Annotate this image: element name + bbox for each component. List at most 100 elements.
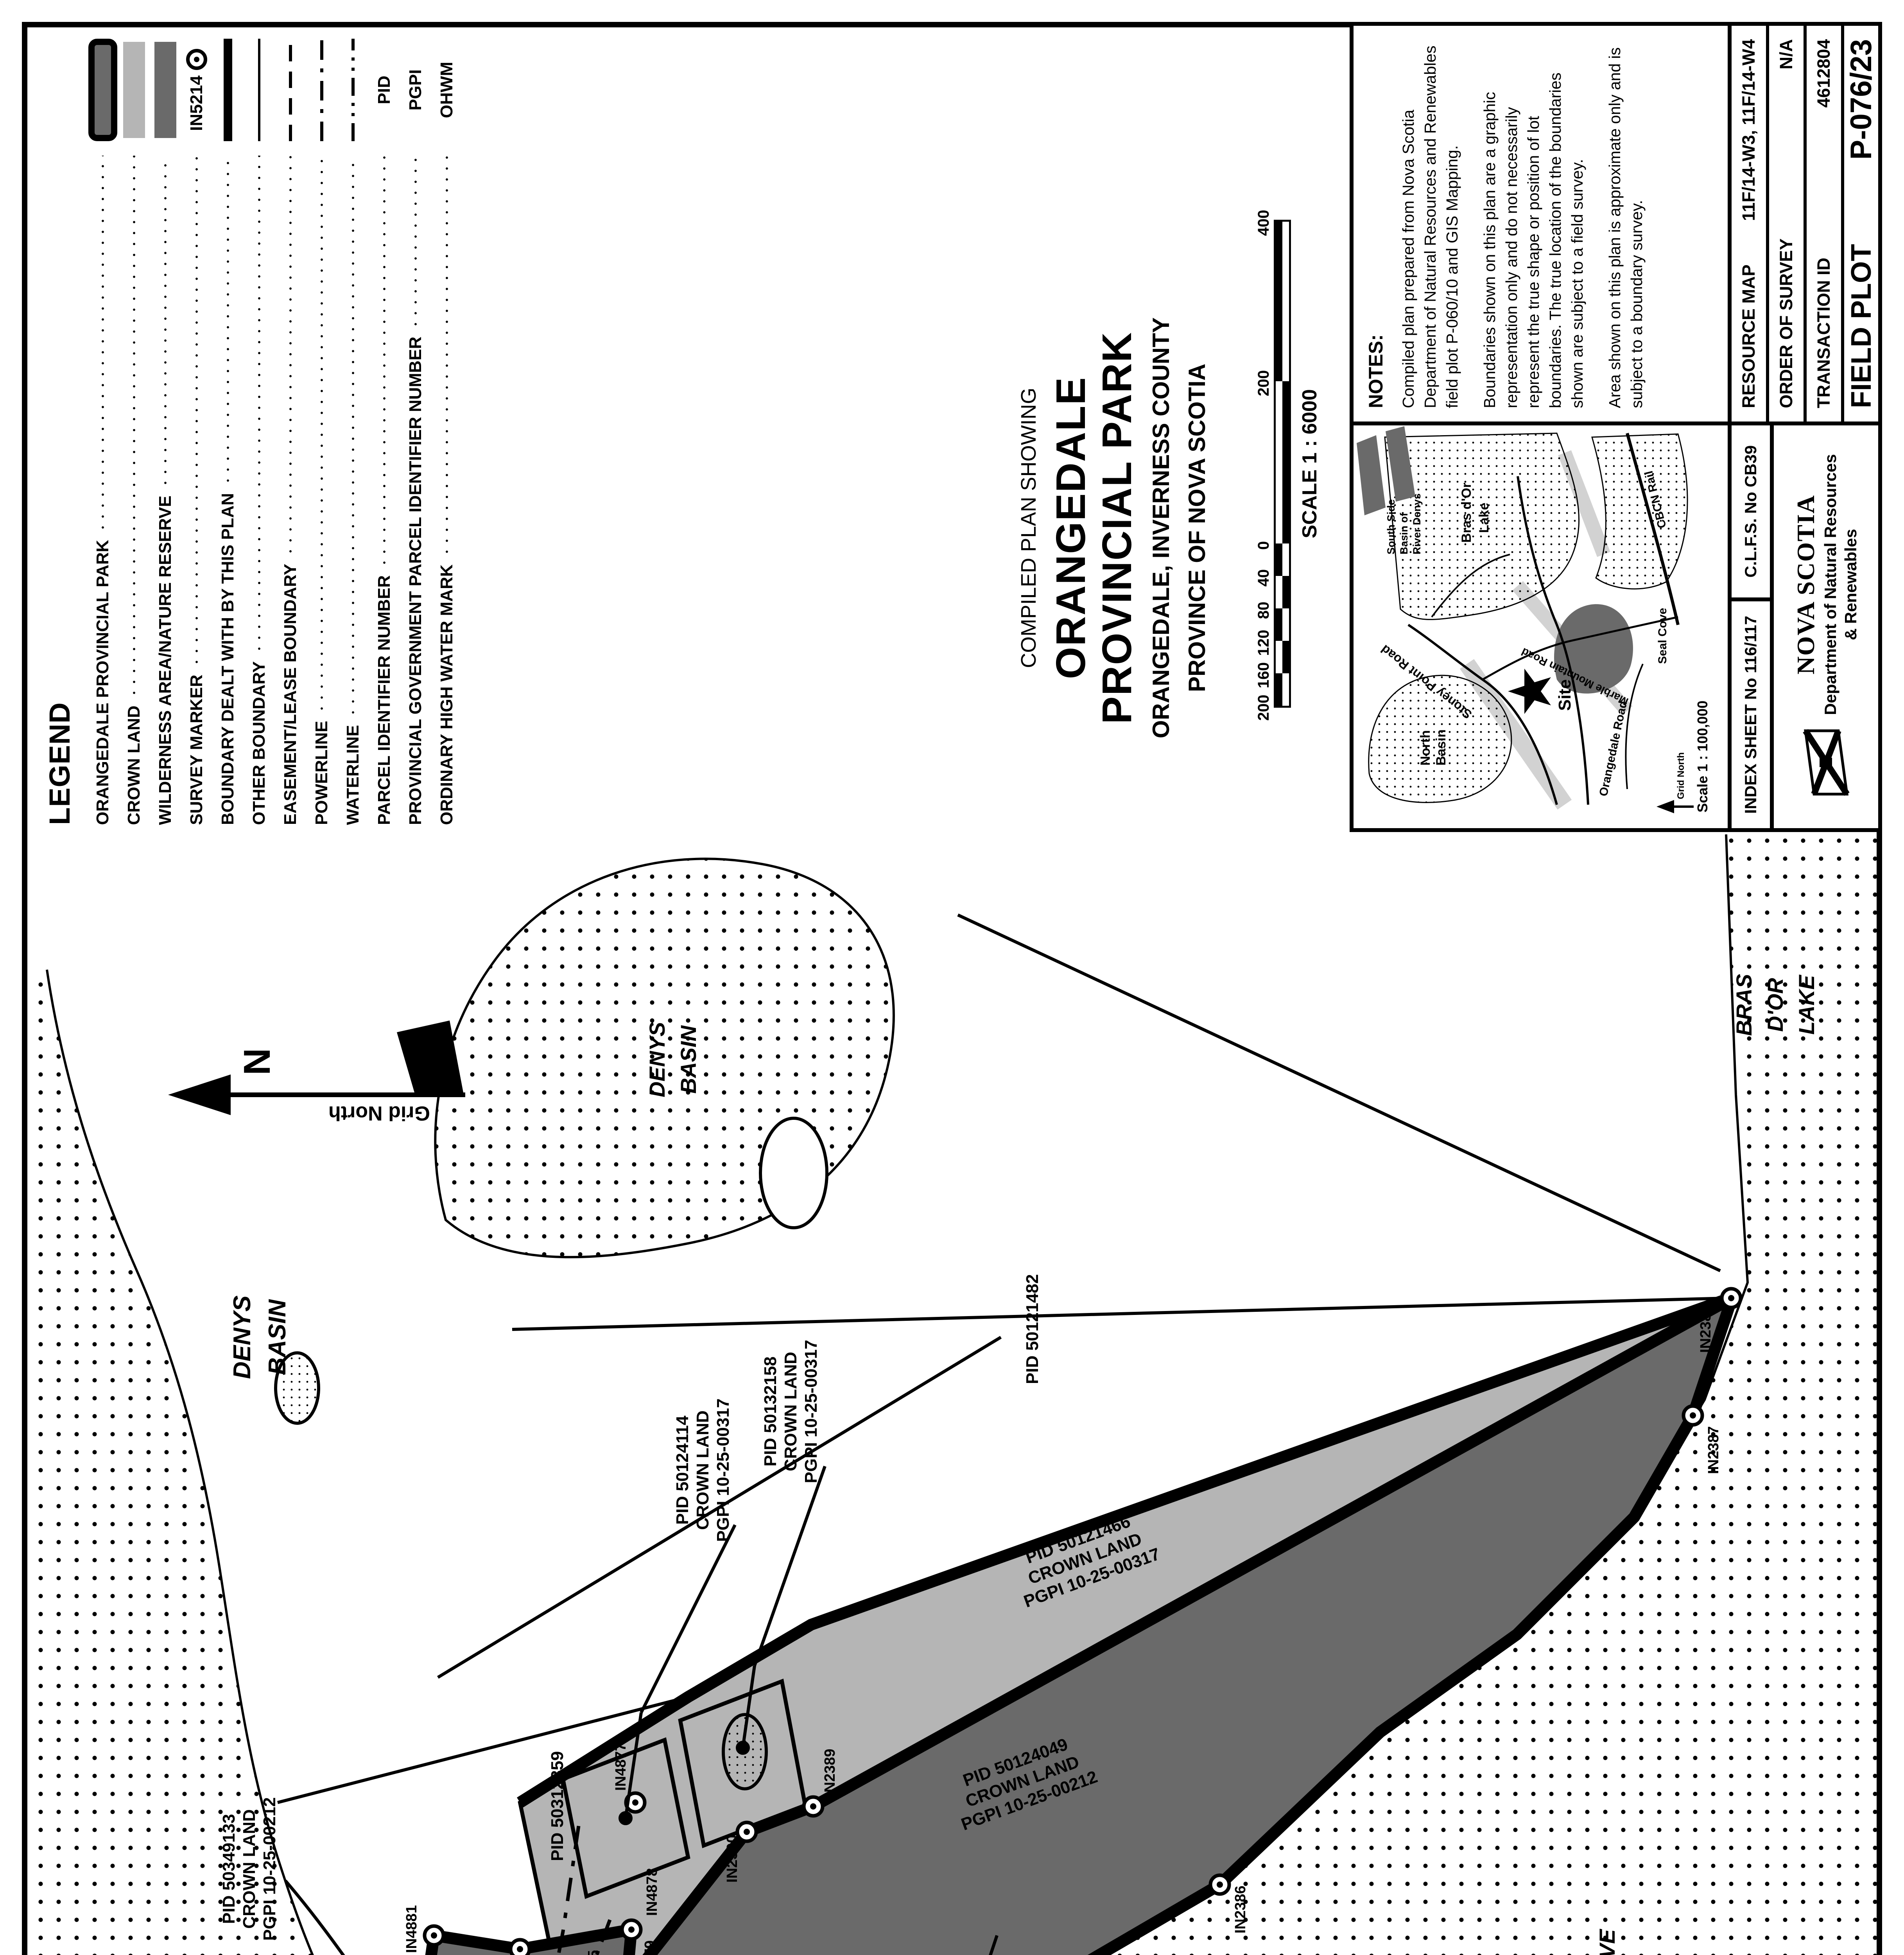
svg-text:BARRA MENS COVE: BARRA MENS COVE [1595,1928,1619,1955]
legend-item-other-boundary: OTHER BOUNDARY [244,31,275,825]
monument-label: IN2386 [1232,1885,1249,1933]
field-plot-row: FIELD PLOT P-076/23 [1845,39,1878,408]
legend-item-ohwm: ORDINARY HIGH WATER MARK OHWM [437,61,456,825]
loc-site-star [1508,669,1551,714]
dash-dot-dot-line-icon [351,39,355,141]
north-n: N [236,1048,278,1075]
legend-item-easement: EASEMENT/LEASE BOUNDARY [275,31,306,825]
resource-map-row: RESOURCE MAP 11F/14-W3, 11F/14-W4 [1732,26,1769,421]
loc-north-basin-water [1368,674,1512,803]
svg-text:PID 50132158: PID 50132158 [761,1356,780,1466]
agency-dept-2: & Renewables [1841,529,1860,640]
legend-item-pid: PARCEL IDENTIFIER NUMBER PID [375,75,394,825]
title-name-1: ORANGEDALE [1048,377,1094,679]
dotted-leader [445,156,449,558]
loc-reserve-strip-1 [1357,435,1386,515]
loc-bras-dor-water [1384,432,1579,620]
loc-reserve-strip-2 [1386,426,1415,502]
note-paragraph: Area shown on this plan is approximate o… [1606,47,1646,408]
label-leaders [284,1465,827,1955]
water-labels: DENYS BASIN DENYS BASIN BRAS D'OR LAKE B… [229,974,1819,1955]
notes-heading: NOTES: [1365,334,1387,408]
svg-text:CROWN LAND: CROWN LAND [781,1352,800,1471]
loc-label: Basin [1434,729,1449,766]
monument-label: IN4878 [644,1868,660,1916]
note-paragraph: Boundaries shown on this plan are a grap… [1481,72,1586,408]
loc-label: Site [1555,679,1574,711]
legend-item-survey-marker: SURVEY MARKER IN5214 [181,31,212,825]
svg-text:PGPI 10-25-00212: PGPI 10-25-00212 [260,1797,279,1941]
dashed-line-icon [289,39,292,141]
legend-item-wilderness: WILDERNESS AREA/NATURE RESERVE [150,31,181,825]
svg-text:CROWN LAND: CROWN LAND [240,1809,259,1929]
pond [274,1351,320,1425]
svg-text:LAKE: LAKE [1794,974,1819,1035]
clfs-cell: C.L.F.S. No CB39 [1741,445,1760,578]
svg-text:PID 50312859: PID 50312859 [548,1751,567,1861]
loc-label: Basin of [1398,512,1410,554]
denys-basin-shoreline [46,969,444,1955]
scale-ticks: 200 160 120 80 40 0 200 400 [1255,210,1272,721]
order-of-survey-row: ORDER OF SURVEY N/A [1769,26,1807,421]
svg-text:DENYS: DENYS [645,1022,669,1098]
thin-line-icon [258,39,260,141]
orangedale-park-polygon [190,1292,1738,1955]
loc-label: Bras d'Or [1459,482,1474,543]
denys-basin-water [26,970,442,1955]
monument-label: IN4879 [642,1940,658,1955]
loc-label: South Side [1385,499,1397,554]
powerline [514,1826,581,1955]
survey-markers [423,1287,1743,1955]
note-paragraph: Compiled plan prepared from Nova Scotia … [1399,45,1461,408]
agency-name: NOVA SCOTIA [1791,494,1820,675]
crown-land-swatch-icon [123,42,145,138]
loc-label: Seal Cove [1656,608,1669,664]
legend-item-boundary-dealt: BOUNDARY DEALT WITH BY THIS PLAN [212,31,244,825]
loc-bras-dor-water-2 [1591,433,1688,590]
loc-scale: Scale 1 : 100,000 [1694,701,1710,812]
dotted-leader [195,156,199,668]
monument-label: IN2390 [724,1835,740,1883]
grid-north-label: Grid North [328,1102,430,1125]
grid-north-arrow: N Grid North [168,1021,465,1125]
island [759,1117,828,1229]
svg-text:BRAS: BRAS [1732,974,1756,1036]
park-swatch-icon [88,39,117,141]
waterline [541,1919,612,1955]
legend-item-waterline: WATERLINE [337,31,369,825]
dotted-leader [101,156,105,533]
loc-label: Lake [1477,503,1492,533]
dotted-leader [320,156,324,714]
dotted-leader [257,156,261,655]
legend-title: LEGEND [43,702,76,825]
dotted-leader [289,156,292,557]
title-block: North Basin Stoney Point Road Site Bras … [1350,22,1882,832]
svg-text:DENYS: DENYS [229,1295,256,1379]
survey-marker-icon [186,49,207,70]
agency-cell: NOVA SCOTIA Department of Natural Resour… [1774,425,1878,828]
transaction-id-row: TRANSACTION ID 4612804 [1807,26,1844,421]
legend: LEGEND ORANGEDALE PROVINCIAL PARK CROWN … [43,31,463,825]
dotted-leader [226,156,230,486]
plan-title: COMPILED PLAN SHOWING ORANGEDALE PROVINC… [1017,266,1212,790]
dotted-leader [351,156,355,718]
legend-item-crown-land: CROWN LAND [118,31,150,825]
legend-item-park: ORANGEDALE PROVINCIAL PARK [87,31,118,825]
monument-label: IN2387 [1705,1426,1722,1474]
title-kicker: COMPILED PLAN SHOWING [1017,387,1040,668]
scale-bar: 200 160 120 80 40 0 200 400 SCALE 1 : 6 [1255,210,1321,721]
crown-band-thick-boundary [517,1292,1732,1808]
svg-text:PGPI 10-25-00317: PGPI 10-25-00317 [801,1340,821,1483]
dotted-leader [163,156,167,489]
svg-text:PGPI 10-25-00317: PGPI 10-25-00317 [714,1399,733,1542]
dotted-leader [132,156,136,699]
monument-label: IN4877 [613,1743,629,1791]
nova-scotia-flag-icon [1802,729,1850,796]
svg-text:BASIN: BASIN [676,1025,701,1094]
title-name-2: PROVINCIAL PARK [1094,332,1140,724]
svg-text:PID 50124114: PID 50124114 [673,1415,692,1525]
svg-text:BASIN: BASIN [264,1299,291,1375]
dotted-leader [382,156,386,569]
dash-dot-line-icon [320,39,323,141]
